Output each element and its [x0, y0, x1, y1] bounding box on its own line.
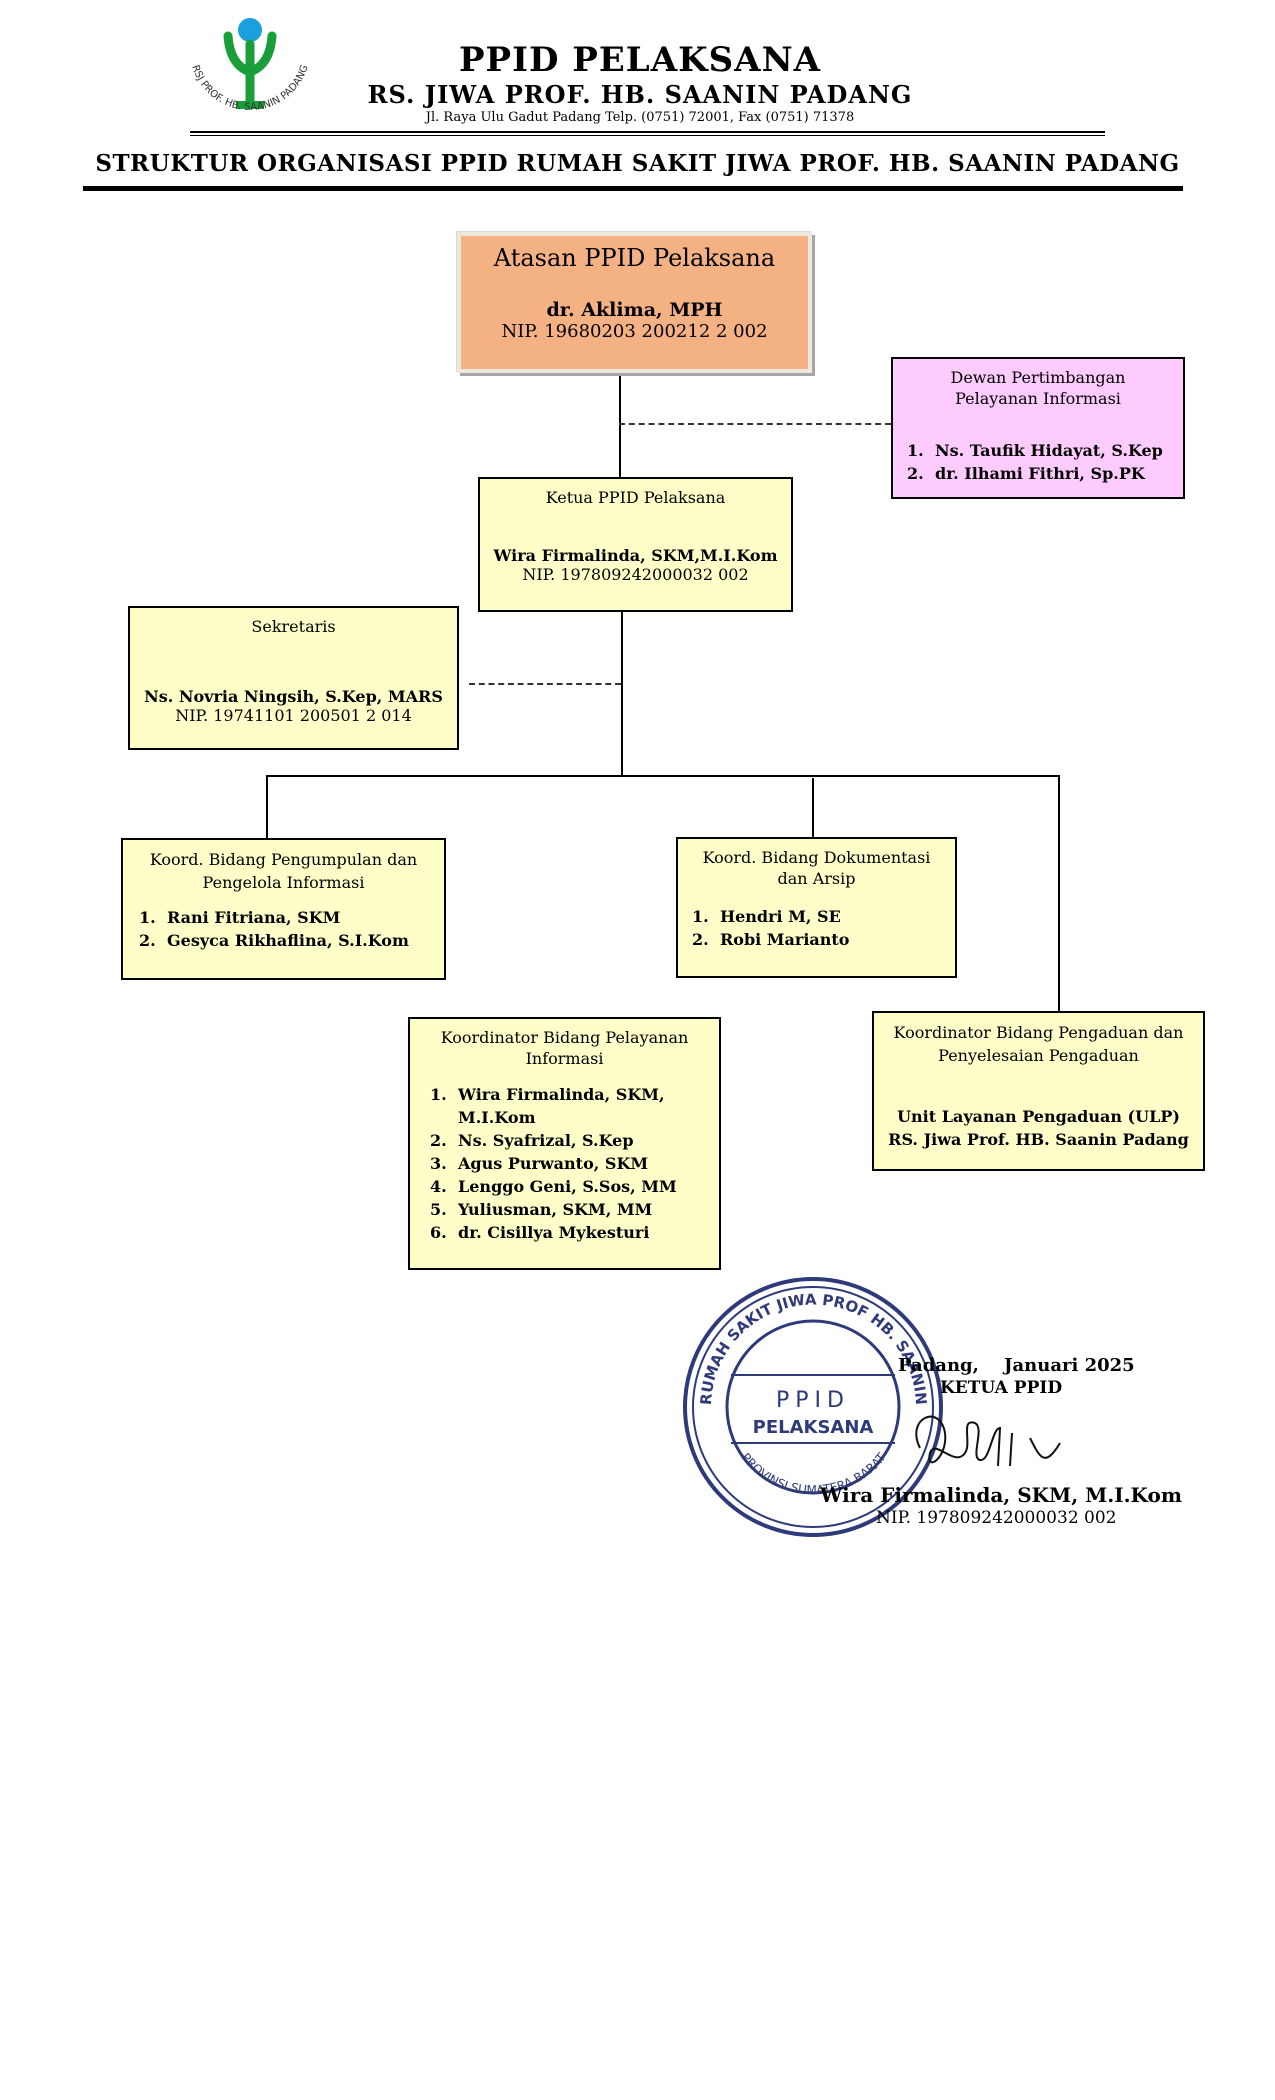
- person-nip: NIP. 19741101 200501 2 014: [175, 706, 412, 725]
- unit-name-line: RS. Jiwa Prof. HB. Saanin Padang: [888, 1130, 1189, 1149]
- signature-nip: NIP. 197809242000032 002: [876, 1508, 1117, 1528]
- list-item: Ns. Taufik Hidayat, S.Kep: [907, 439, 1163, 462]
- box-title: Atasan PPID Pelaksana: [493, 244, 776, 272]
- document-title: STRUKTUR ORGANISASI PPID RUMAH SAKIT JIW…: [95, 150, 1180, 177]
- header-address: Jl. Raya Ulu Gadut Padang Telp. (0751) 7…: [425, 110, 855, 125]
- header-title: PPID PELAKSANA: [458, 40, 822, 80]
- list-item: Agus Purwanto, SKM: [430, 1152, 649, 1175]
- signature-name: Wira Firmalinda, SKM, M.I.Kom: [820, 1483, 1182, 1507]
- header-rule: [190, 135, 1105, 136]
- list-item: dr. Cisillya Mykesturi: [430, 1221, 650, 1244]
- box-dewan-pertimbangan: Dewan Pertimbangan Pelayanan Informasi N…: [891, 357, 1185, 499]
- list-item: Lenggo Geni, S.Sos, MM: [430, 1175, 677, 1198]
- person-name: dr. Aklima, MPH: [546, 299, 723, 321]
- person-nip: NIP. 19680203 200212 2 002: [501, 321, 768, 342]
- box-title-line: Pelayanan Informasi: [955, 389, 1121, 408]
- unit-name-line: Unit Layanan Pengaduan (ULP): [897, 1107, 1180, 1126]
- box-koord-pengaduan: Koordinator Bidang Pengaduan dan Penyele…: [872, 1011, 1205, 1171]
- member-list: Wira Firmalinda, SKM, M.I.Kom Ns. Syafri…: [410, 1083, 719, 1244]
- connector-koord2: [812, 778, 814, 837]
- box-sekretaris: Sekretaris Ns. Novria Ningsih, S.Kep, MA…: [128, 606, 459, 750]
- box-title: Ketua PPID Pelaksana: [545, 488, 726, 507]
- signature-role: KETUA PPID: [940, 1378, 1063, 1398]
- list-item: Wira Firmalinda, SKM, M.I.Kom: [430, 1083, 665, 1127]
- box-title-line: Pengelola Informasi: [202, 873, 365, 892]
- person-name: Wira Firmalinda, SKM,M.I.Kom: [493, 546, 778, 565]
- connector-koord4: [1058, 775, 1060, 1011]
- person-nip: NIP. 197809242000032 002: [522, 565, 749, 584]
- list-item: Rani Fitriana, SKM: [139, 906, 341, 929]
- list-item: Gesyca Rikhaflina, S.I.Kom: [139, 929, 409, 952]
- stamp-line1: PPID: [776, 1388, 850, 1413]
- hospital-logo: RSJ PROF. HB. SAANIN PADANG: [189, 18, 311, 113]
- person-name: Ns. Novria Ningsih, S.Kep, MARS: [144, 687, 443, 706]
- box-title-line: Koord. Bidang Dokumentasi: [702, 848, 931, 867]
- list-item: Ns. Syafrizal, S.Kep: [430, 1129, 634, 1152]
- box-title-line: Koordinator Bidang Pengaduan dan: [893, 1023, 1184, 1042]
- connector-ketua-bus: [621, 612, 623, 776]
- dashed-connector-sekretaris: [469, 683, 621, 685]
- box-title-line: Dewan Pertimbangan: [950, 368, 1126, 387]
- title-rule: [83, 186, 1183, 191]
- member-list: Rani Fitriana, SKM Gesyca Rikhaflina, S.…: [123, 906, 444, 952]
- box-title-line: Koord. Bidang Pengumpulan dan: [149, 850, 418, 869]
- dashed-connector-dewan: [619, 423, 891, 425]
- handwritten-signature: [915, 1415, 1061, 1467]
- header-subtitle: RS. JIWA PROF. HB. SAANIN PADANG: [367, 80, 913, 109]
- box-title-line: dan Arsip: [777, 869, 856, 888]
- stamp-line2: PELAKSANA: [753, 1417, 874, 1438]
- box-koord-pengumpulan: Koord. Bidang Pengumpulan dan Pengelola …: [121, 838, 446, 980]
- box-title-line: Informasi: [525, 1049, 604, 1068]
- member-list: Hendri M, SE Robi Marianto: [678, 905, 955, 951]
- header-rule: [190, 131, 1105, 133]
- box-ketua-ppid: Ketua PPID Pelaksana Wira Firmalinda, SK…: [478, 477, 793, 612]
- list-item: Hendri M, SE: [692, 905, 841, 928]
- list-item: Robi Marianto: [692, 928, 850, 951]
- box-title-line: Penyelesaian Pengaduan: [938, 1046, 1139, 1065]
- box-koord-dokumentasi: Koord. Bidang Dokumentasi dan Arsip Hend…: [676, 837, 957, 978]
- signature-date: Padang, Januari 2025: [898, 1355, 1135, 1376]
- connector-koord1: [266, 775, 268, 838]
- box-atasan-ppid: Atasan PPID Pelaksana dr. Aklima, MPH NI…: [457, 232, 812, 373]
- official-stamp: RUMAH SAKIT JIWA PROF HB. SAANIN PROVINS…: [683, 1277, 943, 1537]
- box-title-line: Koordinator Bidang Pelayanan: [440, 1028, 689, 1047]
- box-title: Sekretaris: [251, 617, 336, 636]
- list-item: Yuliusman, SKM, MM: [430, 1198, 653, 1221]
- connector-bus: [266, 775, 1060, 777]
- box-koord-pelayanan: Koordinator Bidang Pelayanan Informasi W…: [408, 1017, 721, 1270]
- member-list: Ns. Taufik Hidayat, S.Kep dr. Ilhami Fit…: [893, 439, 1183, 485]
- list-item: dr. Ilhami Fithri, Sp.PK: [907, 462, 1145, 485]
- connector-atasan-ketua: [619, 374, 621, 477]
